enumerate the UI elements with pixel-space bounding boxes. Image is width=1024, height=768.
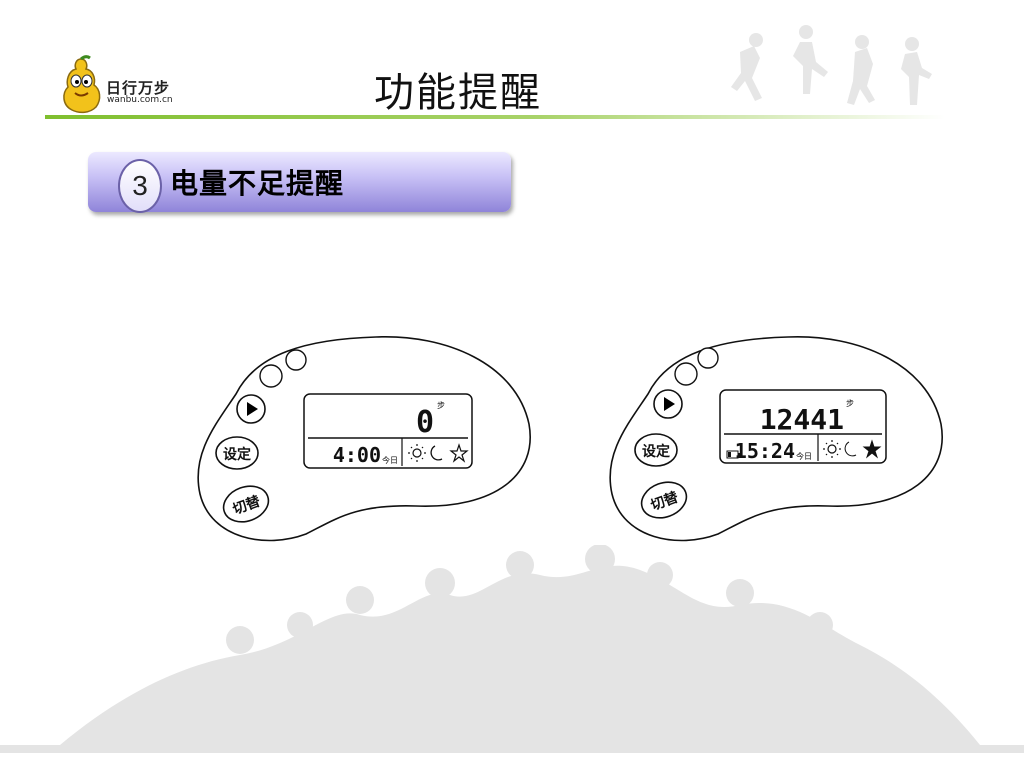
time-display: 4:00	[333, 443, 381, 467]
indicator-circle-icon	[285, 349, 307, 371]
star-outline-icon	[449, 443, 469, 463]
battery-low-icon	[726, 450, 740, 459]
step-unit: 步	[437, 401, 445, 410]
sun-icon	[823, 440, 841, 458]
logo-brand-cn: 日行万步	[106, 79, 171, 97]
switch-button[interactable]	[219, 480, 274, 528]
step-unit: 步	[846, 399, 854, 408]
section-number: 3	[118, 159, 162, 213]
logo-brand-en: wanbu.com.cn	[107, 95, 173, 105]
step-count: 12441	[760, 403, 844, 436]
pedometer-device-2: 设定 切替 12441 步 15:24 今日	[609, 336, 943, 542]
indicator-circle-icon	[697, 347, 719, 369]
page-title: 功能提醒	[374, 70, 542, 116]
today-label: 今日	[796, 451, 812, 461]
lcd-screen	[719, 389, 887, 464]
indicator-circle-icon	[259, 364, 283, 388]
play-icon	[247, 402, 258, 416]
set-button[interactable]	[634, 433, 678, 467]
today-label: 今日	[382, 455, 398, 465]
sun-icon	[408, 444, 426, 462]
set-button[interactable]	[215, 436, 259, 470]
indicator-circle-icon	[674, 362, 698, 386]
moon-icon	[844, 441, 857, 457]
walking-crowd-watermark	[0, 545, 1024, 753]
play-icon	[664, 397, 675, 411]
lcd-screen	[303, 393, 473, 469]
header-divider	[45, 115, 945, 119]
time-display: 15:24	[735, 439, 795, 463]
moon-icon	[430, 445, 443, 461]
set-button-label: 设定	[223, 446, 251, 463]
running-figures-decoration	[731, 25, 932, 105]
logo: 日行万步 wanbu.com.cn	[56, 55, 191, 115]
star-filled-icon	[862, 439, 882, 459]
pedometer-device-1: 设定 切替 0 步 4:00 今日	[197, 336, 531, 542]
switch-button[interactable]	[637, 476, 692, 524]
set-button-label: 设定	[642, 443, 670, 460]
section-title: 电量不足提醒	[170, 167, 345, 200]
pear-mascot-icon	[63, 55, 101, 114]
step-count: 0	[416, 405, 434, 440]
